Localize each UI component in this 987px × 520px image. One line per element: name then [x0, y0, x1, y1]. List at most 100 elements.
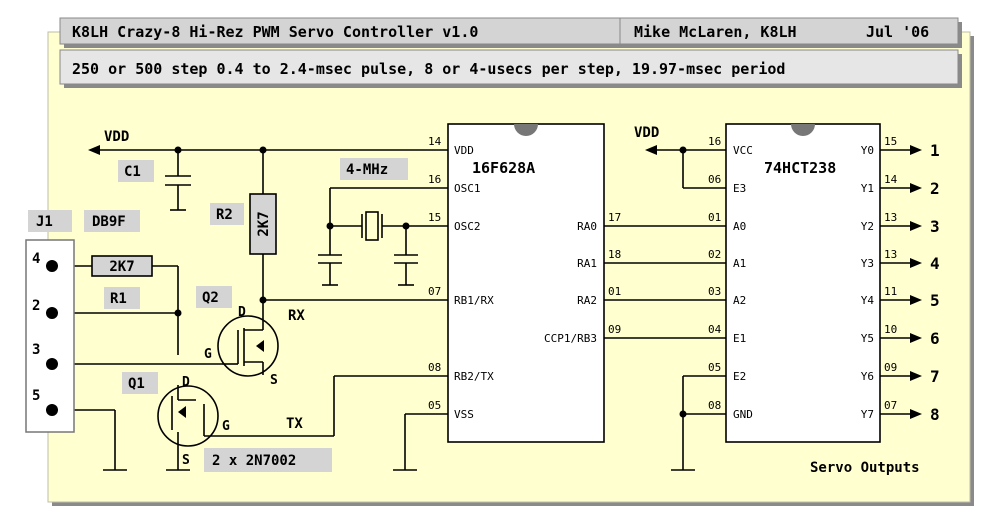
- decoder-out-num: 13: [884, 248, 897, 261]
- decoder-out-name: Y6: [861, 370, 874, 383]
- servo-output-number: 4: [930, 254, 940, 273]
- decoder-pin-num: 01: [708, 211, 721, 224]
- j1-pin-5: 5: [32, 388, 40, 404]
- r2-resistor: [249, 193, 277, 255]
- servo-output-number: 5: [930, 291, 940, 310]
- q1-drain-label: D: [182, 375, 190, 390]
- mcu-pin-name: OSC2: [454, 220, 481, 233]
- mcu-name: 16F628A: [472, 159, 535, 177]
- arrow-icons: [88, 145, 922, 419]
- r1-resistor: [91, 255, 153, 277]
- mcu-pin-num: 07: [428, 285, 441, 298]
- decoder-pin-num: 16: [708, 135, 721, 148]
- servo-output-number: 8: [930, 405, 940, 424]
- decoder-pin-num: 02: [708, 248, 721, 261]
- q2-label: Q2: [202, 290, 219, 306]
- j1-pin-4: 4: [32, 251, 40, 267]
- tx-label: TX: [286, 416, 303, 432]
- subtitle-box: [59, 49, 959, 85]
- mcu-pin-num: 16: [428, 173, 441, 186]
- mcu-pin-num: 14: [428, 135, 442, 148]
- date-text: Jul '06: [866, 23, 929, 41]
- junction-dots: [174, 146, 687, 418]
- decoder-out-num: 15: [884, 135, 897, 148]
- wires: [52, 123, 910, 471]
- decoder-out-name: Y7: [861, 408, 874, 421]
- mcu-pin-name: RB1/RX: [454, 294, 494, 307]
- q2-drain-label: D: [238, 305, 246, 320]
- decoder-pin-num: 08: [708, 399, 721, 412]
- decoder-out-num: 10: [884, 323, 897, 336]
- db9f-label: DB9F: [92, 214, 126, 230]
- servo-output-number: 6: [930, 329, 940, 348]
- r2-value: 2K7: [256, 211, 272, 236]
- decoder-out-num: 07: [884, 399, 897, 412]
- vdd-left-label: VDD: [104, 129, 129, 145]
- decoder-pin-name: A0: [733, 220, 746, 233]
- decoder-out-name: Y2: [861, 220, 874, 233]
- j1-connector: [25, 239, 75, 433]
- q2-gate-label: G: [204, 347, 212, 362]
- decoder-pin-num: 06: [708, 173, 721, 186]
- mcu-pin-num: 01: [608, 285, 621, 298]
- decoder-pin-num: 04: [708, 323, 722, 336]
- decoder-pin-name: A1: [733, 257, 746, 270]
- author-box: [619, 17, 959, 45]
- decoder-notch: [791, 124, 815, 136]
- mcu-pin-num: 08: [428, 361, 441, 374]
- q2-source-label: S: [270, 373, 278, 388]
- decoder-pin-name: GND: [733, 408, 753, 421]
- q1-source-label: S: [182, 453, 190, 468]
- servo-output-number: 7: [930, 367, 940, 386]
- mcu-pin-name: RA0: [577, 220, 597, 233]
- mcu-pin-num: 17: [608, 211, 621, 224]
- decoder-pin-name: E3: [733, 182, 746, 195]
- mcu-pin-name: RA2: [577, 294, 597, 307]
- mcu-pin-num: 18: [608, 248, 621, 261]
- q1-diode-icon: [178, 406, 186, 418]
- decoder-pin-num: 03: [708, 285, 721, 298]
- mcu-pin-name: RB2/TX: [454, 370, 494, 383]
- servo-output-number: 3: [930, 217, 940, 236]
- decoder-out-name: Y1: [861, 182, 874, 195]
- mcu-pin-num: 15: [428, 211, 441, 224]
- decoder-pin-name: E1: [733, 332, 746, 345]
- vdd-right-arrow-icon: [645, 145, 657, 155]
- decoder-out-name: Y0: [861, 144, 874, 157]
- q2-mosfet: [217, 315, 279, 377]
- decoder-name: 74HCT238: [764, 159, 836, 177]
- c1-label: C1: [124, 164, 141, 180]
- mosfet-part-label: 2 x 2N7002: [212, 453, 296, 469]
- decoder-pin-name: E2: [733, 370, 746, 383]
- decoder-out-num: 09: [884, 361, 897, 374]
- mcu-pin-name: RA1: [577, 257, 597, 270]
- servo-output-number: 1: [930, 141, 940, 160]
- subtitle-text: 250 or 500 step 0.4 to 2.4-msec pulse, 8…: [72, 60, 785, 78]
- r1-label: R1: [110, 291, 127, 307]
- vdd-left-arrow-icon: [88, 145, 100, 155]
- r2-label: R2: [216, 207, 233, 223]
- mcu-pin-num: 09: [608, 323, 621, 336]
- q1-label: Q1: [128, 376, 145, 392]
- mcu-pin-name: VSS: [454, 408, 474, 421]
- q1-mosfet: [157, 385, 219, 447]
- q1-gate-label: G: [222, 419, 230, 434]
- r1-value: 2K7: [109, 259, 134, 275]
- decoder-out-num: 14: [884, 173, 898, 186]
- decoder-out-name: Y3: [861, 257, 874, 270]
- j1-pin-2: 2: [32, 298, 40, 314]
- decoder-out-num: 11: [884, 285, 897, 298]
- q2-diode-icon: [256, 340, 264, 352]
- servo-output-number: 2: [930, 179, 940, 198]
- crystal-label: 4-MHz: [346, 162, 388, 178]
- j1-label: J1: [36, 214, 53, 230]
- decoder-pin-num: 05: [708, 361, 721, 374]
- rx-label: RX: [288, 308, 305, 324]
- decoder-out-name: Y4: [861, 294, 875, 307]
- decoder-out-num: 13: [884, 211, 897, 224]
- decoder-pin-name: VCC: [733, 144, 753, 157]
- author-text: Mike McLaren, K8LH: [634, 23, 797, 41]
- title-text: K8LH Crazy-8 Hi-Rez PWM Servo Controller…: [72, 23, 478, 41]
